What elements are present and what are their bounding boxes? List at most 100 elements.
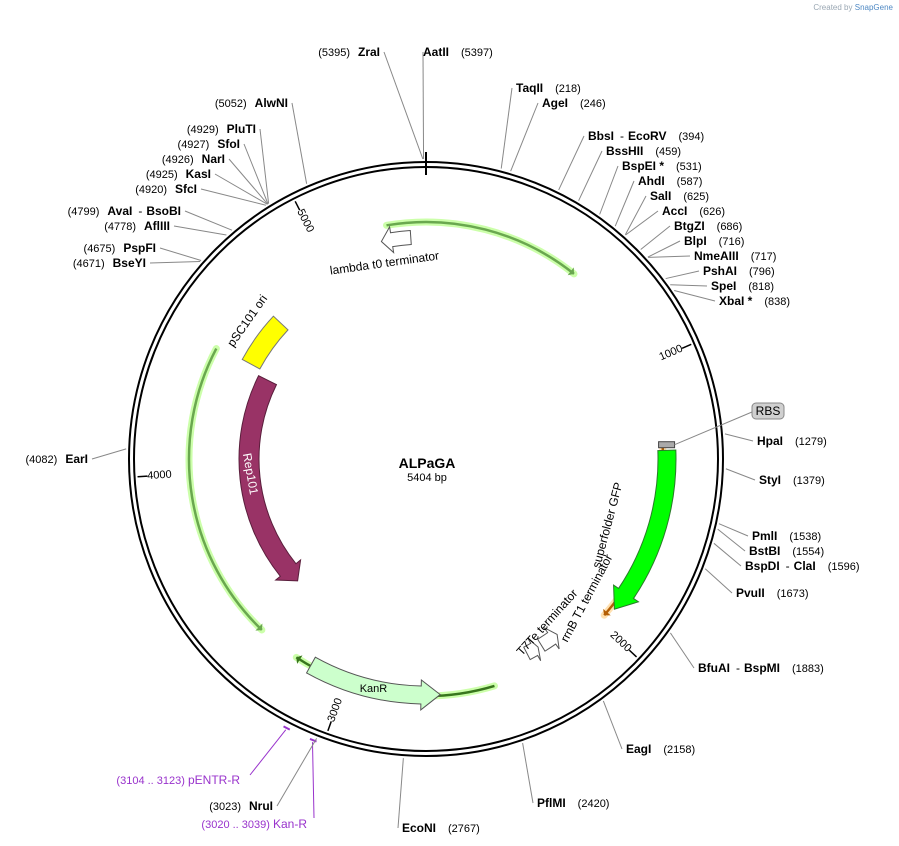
site-name: SfcI: [175, 182, 197, 196]
site-leader: [522, 742, 534, 804]
site-name: AccI: [662, 204, 687, 218]
site-leader: [422, 51, 425, 160]
site-leader: [214, 173, 268, 205]
site-leader: [713, 542, 742, 567]
site-leader: [674, 290, 716, 302]
restriction-site-label: PmlI (1538): [752, 529, 821, 543]
restriction-site-label: (5395) ZraI: [318, 45, 380, 59]
site-position: (2767): [448, 823, 480, 835]
site-dash: -: [620, 129, 624, 143]
site-position: (4920): [135, 184, 167, 196]
feature-superfolder-gfp: [613, 449, 677, 610]
primer-name: Kan-R: [273, 817, 307, 831]
primer-leader: [249, 729, 287, 776]
feature-rep101: [238, 375, 302, 582]
site-position: (1883): [792, 663, 824, 675]
feature-psc101-ori: [241, 315, 289, 370]
site-leader: [228, 158, 269, 205]
restriction-site-label: (5052)AlwNI: [215, 96, 288, 110]
site-leader: [724, 433, 754, 442]
site-leader: [599, 165, 619, 215]
orf-arrowhead: [255, 623, 263, 631]
restriction-site-label: BssHII (459): [606, 144, 681, 158]
restriction-site-label: SpeI(818): [711, 279, 774, 293]
site-leader: [624, 195, 647, 236]
feature-label: lambda t0 terminator: [329, 248, 440, 277]
site-position: (587): [677, 176, 703, 188]
site-position: (2420): [578, 798, 610, 810]
site-name: SpeI: [711, 279, 736, 293]
primer-leader: [311, 742, 315, 819]
site-name: AvaI: [107, 204, 132, 218]
primer-name: pENTR-R: [188, 773, 240, 787]
restriction-site-label: HpaI(1279): [757, 434, 827, 448]
site-position: (1279): [795, 436, 827, 448]
site-name: EarI: [65, 452, 88, 466]
site-leader: [149, 261, 201, 264]
rbs-leader: [674, 411, 753, 446]
site-position: (4082): [26, 454, 58, 466]
site-leader: [647, 240, 681, 258]
site-name: PvuII: [736, 586, 765, 600]
site-position: (394): [678, 131, 704, 143]
primer-label: (3020 .. 3039) Kan-R: [201, 817, 307, 831]
site-leader: [276, 738, 318, 807]
restriction-site-label: AatII(5397): [423, 45, 493, 59]
site-name: NmeAIII: [694, 249, 739, 263]
site-position: (686): [717, 221, 743, 233]
site-name: StyI: [759, 473, 781, 487]
restriction-site-label: StyI (1379): [759, 473, 825, 487]
site-position: (717): [751, 251, 777, 263]
site-position: (5395): [318, 47, 350, 59]
plasmid-name: ALPaGA: [398, 455, 456, 471]
restriction-site-label: (4929)PluTI: [187, 122, 256, 136]
site-name-extra: BspMI: [744, 661, 780, 675]
site-name-extra: BsoBI: [146, 204, 181, 218]
site-leader: [184, 210, 233, 231]
ruler-tick: [327, 721, 332, 732]
site-name: AflIII: [144, 219, 170, 233]
feature-rrnb-t1-terminator: [536, 627, 560, 652]
site-position: (4799): [68, 206, 100, 218]
site-dash: -: [786, 559, 790, 573]
site-leader: [670, 632, 695, 669]
site-position: (626): [699, 206, 725, 218]
site-position: (2158): [663, 744, 695, 756]
site-position: (625): [683, 191, 709, 203]
ruler-tick: [294, 200, 301, 211]
restriction-site-label: (3023)NruI: [209, 799, 273, 813]
site-dash: -: [736, 661, 740, 675]
orf-line: [187, 347, 263, 631]
site-name: ZraI: [358, 45, 380, 59]
site-position: (1538): [789, 531, 821, 543]
site-position: (1379): [793, 475, 825, 487]
restriction-site-label: BbsI-EcoRV(394): [588, 129, 704, 143]
site-position: (716): [719, 236, 745, 248]
restriction-site-label: (4675) PspFI: [84, 241, 156, 255]
watermark-brand: SnapGene: [854, 3, 893, 12]
site-position: (531): [676, 161, 702, 173]
feature-t7te-terminator: [523, 637, 542, 661]
feature-lambda-t0-terminator: [380, 225, 412, 254]
site-position: (459): [655, 146, 681, 158]
site-name: BssHII: [606, 144, 643, 158]
site-name: PmlI: [752, 529, 777, 543]
restriction-site-label: (4927)SfoI: [178, 137, 240, 151]
site-position: (796): [749, 266, 775, 278]
primer-pentr-r: [283, 725, 291, 731]
restriction-site-label: PflMI(2420): [537, 796, 609, 810]
restriction-site-label: AgeI(246): [542, 96, 606, 110]
restriction-site-label: BstBI(1554): [749, 544, 824, 558]
restriction-site-label: (4926)NarI: [162, 152, 225, 166]
site-position: (1596): [828, 561, 860, 573]
site-name: PspFI: [123, 241, 156, 255]
site-leader: [704, 568, 733, 594]
restriction-site-label: EagI(2158): [626, 742, 695, 756]
plasmid-length: 5404 bp: [407, 472, 447, 484]
restriction-site-label: BlpI(716): [684, 234, 744, 248]
site-position: (4675): [84, 243, 116, 255]
site-name-extra: ClaI: [794, 559, 816, 573]
site-position: (4671): [73, 258, 105, 270]
restriction-site-label: EcoNI(2767): [402, 821, 480, 835]
restriction-site-label: AhdI(587): [638, 174, 702, 188]
